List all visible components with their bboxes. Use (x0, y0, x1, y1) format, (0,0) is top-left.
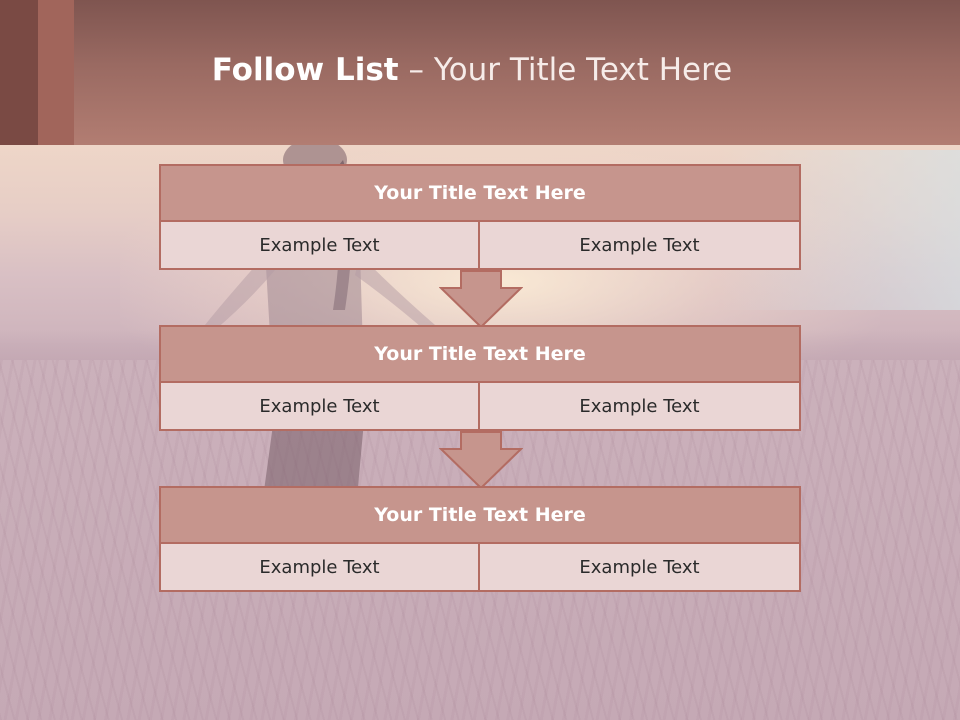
list-block-3: Your Title Text Here Example Text Exampl… (159, 486, 801, 592)
slide-title-rest: – Your Title Text Here (398, 52, 733, 88)
slide-title-bold: Follow List (211, 52, 399, 88)
block-row: Example Text Example Text (159, 381, 801, 431)
down-arrow-icon (439, 431, 523, 489)
block-cell-right: Example Text (478, 381, 801, 431)
list-block-2: Your Title Text Here Example Text Exampl… (159, 325, 801, 431)
block-cell-right: Example Text (478, 542, 801, 592)
header-accent-stripe (38, 0, 74, 145)
block-row: Example Text Example Text (159, 542, 801, 592)
block-title: Your Title Text Here (159, 325, 801, 383)
block-title: Your Title Text Here (159, 164, 801, 222)
block-row: Example Text Example Text (159, 220, 801, 270)
slide-title: Follow List – Your Title Text Here (0, 52, 944, 88)
list-block-1: Your Title Text Here Example Text Exampl… (159, 164, 801, 270)
header-accent-stripe (0, 0, 38, 145)
block-cell-left: Example Text (159, 381, 480, 431)
block-title: Your Title Text Here (159, 486, 801, 544)
down-arrow-icon (439, 270, 523, 328)
block-cell-right: Example Text (478, 220, 801, 270)
header-band: Follow List – Your Title Text Here (0, 0, 960, 145)
block-cell-left: Example Text (159, 220, 480, 270)
block-cell-left: Example Text (159, 542, 480, 592)
